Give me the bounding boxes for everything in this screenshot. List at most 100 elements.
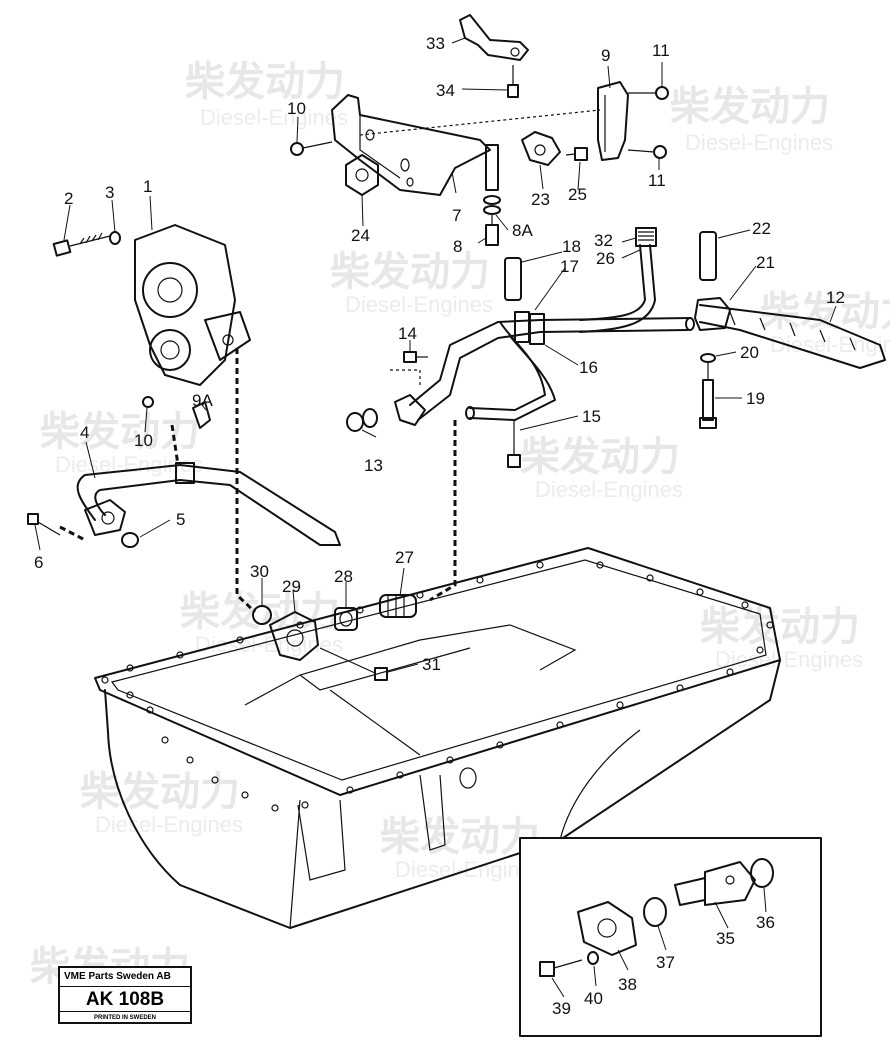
callout-40: 40 — [584, 989, 603, 1008]
callout-38: 38 — [618, 975, 637, 994]
washer-40 — [587, 951, 599, 965]
leader-lines — [34, 37, 837, 998]
washer-3 — [109, 231, 121, 245]
callout-15: 15 — [582, 407, 601, 426]
bolt-31 — [319, 647, 388, 681]
callout-36: 36 — [756, 913, 775, 932]
sleeve-18 — [504, 257, 522, 301]
callout-6: 6 — [34, 553, 43, 572]
pipe-12 — [699, 304, 886, 369]
routing-line — [59, 525, 86, 542]
union-27 — [379, 594, 417, 618]
bolt-path-9 — [627, 92, 656, 153]
oil-sump — [94, 547, 781, 929]
svg-text:Diesel-Engines: Diesel-Engines — [200, 105, 348, 130]
callout-35: 35 — [716, 929, 735, 948]
bolt-39 — [539, 959, 583, 977]
callout-11-lower: 11 — [648, 171, 666, 190]
callout-5: 5 — [176, 510, 185, 529]
callout-20: 20 — [740, 343, 759, 362]
callout-17: 17 — [560, 257, 579, 276]
callout-23: 23 — [531, 190, 550, 209]
detail-inset — [519, 837, 822, 1037]
svg-text:柴发动力: 柴发动力 — [670, 84, 830, 130]
oring-13 — [346, 408, 378, 432]
callout-1: 1 — [143, 177, 152, 196]
clamp-9a — [192, 401, 211, 429]
svg-text:Diesel-Engines: Diesel-Engines — [195, 632, 343, 657]
svg-text:柴发动力: 柴发动力 — [380, 814, 540, 860]
svg-text:Diesel-Engines: Diesel-Engines — [535, 477, 683, 502]
svg-text:柴发动力: 柴发动力 — [700, 604, 860, 650]
alignment-line — [359, 109, 601, 136]
svg-text:柴发动力: 柴发动力 — [330, 249, 490, 295]
callout-29: 29 — [282, 577, 301, 596]
callout-8: 8 — [453, 237, 462, 256]
callout-12: 12 — [826, 288, 845, 307]
pipe-16 — [394, 317, 695, 426]
stamp-company: VME Parts Sweden AB — [60, 968, 190, 987]
svg-text:柴发动力: 柴发动力 — [40, 409, 200, 455]
bracket-33 — [459, 14, 529, 61]
stamp-code: AK 108B — [60, 987, 190, 1012]
callout-7: 7 — [452, 206, 461, 225]
callout-33: 33 — [426, 34, 445, 53]
callout-31: 31 — [422, 655, 441, 674]
bolt-6 — [27, 513, 61, 536]
washer-20 — [700, 353, 716, 363]
bolt-10-upper — [290, 141, 333, 156]
bolt-15 — [507, 420, 521, 468]
nut-11-lower — [653, 145, 667, 159]
svg-text:Diesel-Engines: Diesel-Engines — [685, 130, 833, 155]
callout-27: 27 — [395, 548, 414, 567]
flange-23 — [521, 131, 561, 166]
nut-11-upper — [655, 86, 669, 100]
callout-39: 39 — [552, 999, 571, 1018]
oring-5 — [121, 532, 139, 548]
svg-text:柴发动力: 柴发动力 — [185, 59, 345, 105]
routing-line — [429, 420, 457, 602]
bolt-8 — [485, 215, 499, 246]
callout-22: 22 — [752, 219, 771, 238]
stamp-printed: PRINTED IN SWEDEN — [93, 1015, 156, 1021]
bolt-10-lower — [142, 396, 154, 408]
nut-25 — [565, 147, 588, 161]
callout-8a: 8A — [512, 221, 533, 240]
callout-30: 30 — [250, 562, 269, 581]
flange-38 — [577, 901, 637, 956]
callout-10-lower: 10 — [134, 431, 153, 450]
callout-16: 16 — [579, 358, 598, 377]
svg-text:Diesel-Engines: Diesel-Engines — [345, 292, 493, 317]
callout-3: 3 — [105, 183, 114, 202]
callout-9a: 9A — [192, 391, 213, 410]
catalog-stamp: VME Parts Sweden AB AK 108B PRINTED IN S… — [58, 966, 192, 1024]
svg-text:柴发动力: 柴发动力 — [760, 289, 890, 335]
callout-26: 26 — [596, 249, 615, 268]
callout-32: 32 — [594, 231, 613, 250]
bolt-34 — [507, 65, 519, 98]
svg-text:柴发动力: 柴发动力 — [520, 434, 680, 480]
callout-10-upper: 10 — [287, 99, 306, 118]
callout-25: 25 — [568, 185, 587, 204]
bolt-2 — [52, 232, 111, 257]
pipe-4 — [76, 462, 341, 546]
svg-text:Diesel-Engines: Diesel-Engines — [770, 332, 890, 357]
svg-text:柴发动力: 柴发动力 — [80, 769, 240, 815]
svg-text:Diesel-Engines: Diesel-Engines — [715, 647, 863, 672]
routing-line — [390, 369, 421, 385]
clamp-17 — [514, 311, 545, 345]
callout-labels: 1 2 3 4 5 6 7 8 8A 9 9A 10 10 11 11 12 1… — [34, 34, 845, 1018]
callout-19: 19 — [746, 389, 765, 408]
routing-line — [170, 424, 180, 466]
callout-2: 2 — [64, 189, 73, 208]
callout-9: 9 — [601, 46, 610, 65]
callout-37: 37 — [656, 953, 675, 972]
